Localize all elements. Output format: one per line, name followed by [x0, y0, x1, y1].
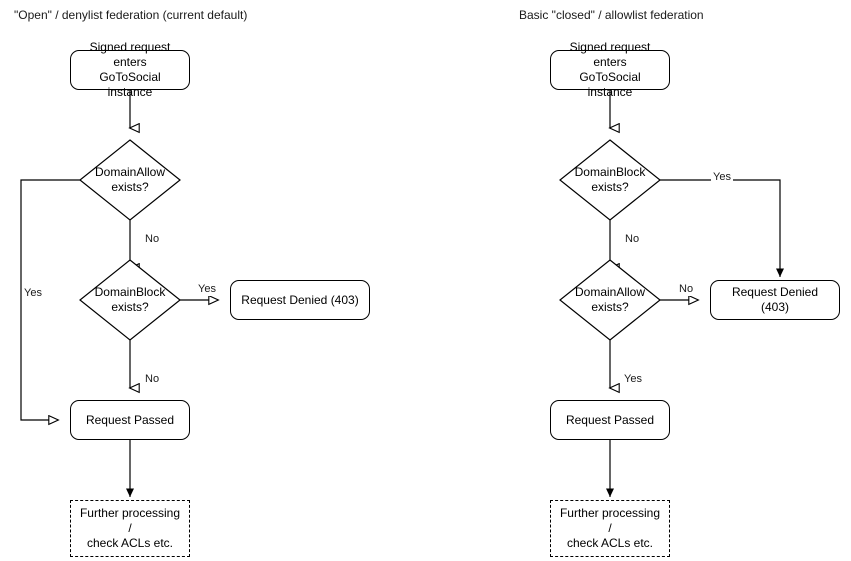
node-domainblock-right[interactable]: DomainBlock exists?	[559, 139, 661, 221]
diamond-shape	[79, 139, 181, 221]
node-entry-left-line2: GoToSocial instance	[99, 70, 161, 99]
edge-label-allow-yes-right: Yes	[622, 373, 644, 386]
node-domainblock-left-line2: exists?	[111, 300, 149, 314]
node-request-denied-right[interactable]: Request Denied (403)	[710, 280, 840, 320]
node-entry-left-line1: Signed request enters	[89, 40, 171, 69]
node-domainblock-left-line1: DomainBlock	[94, 285, 166, 299]
node-domainallow-right-line1: DomainAllow	[574, 285, 646, 299]
node-further-processing-left-label: Further processing / check ACLs etc.	[71, 506, 189, 551]
node-domainallow-right-label: DomainAllow exists?	[575, 285, 645, 315]
diamond-shape	[79, 259, 181, 341]
node-entry-left[interactable]: Signed request enters GoToSocial instanc…	[70, 40, 190, 99]
node-domainblock-right-line2: exists?	[591, 180, 629, 194]
node-request-passed-right-label: Request Passed	[565, 412, 655, 427]
node-entry-right-line1: Signed request enters	[569, 40, 651, 69]
diamond-shape	[559, 139, 661, 221]
node-domainblock-left-label: DomainBlock exists?	[95, 285, 166, 315]
node-domainallow-left[interactable]: DomainAllow exists?	[79, 139, 181, 221]
edge-label-block-yes-right: Yes	[711, 171, 733, 184]
node-further-processing-left-line1: Further processing /	[79, 506, 181, 535]
node-domainblock-left[interactable]: DomainBlock exists?	[79, 259, 181, 341]
node-further-processing-left-line2: check ACLs etc.	[86, 536, 174, 550]
node-domainallow-right-line2: exists?	[591, 300, 629, 314]
node-entry-right[interactable]: Signed request enters GoToSocial instanc…	[550, 40, 670, 99]
edge-label-block-yes-left: Yes	[196, 283, 218, 296]
node-domainallow-right[interactable]: DomainAllow exists?	[559, 259, 661, 341]
panel-title-closed-allowlist: Basic "closed" / allowlist federation	[519, 8, 704, 22]
node-domainallow-left-line2: exists?	[111, 180, 149, 194]
edge-label-allow-no-left: No	[143, 233, 162, 246]
edge-allow-yes-left	[20, 179, 80, 420]
node-domainallow-left-line1: DomainAllow	[94, 165, 166, 179]
node-request-denied-left[interactable]: Request Denied (403)	[230, 280, 370, 320]
node-entry-right-line2: GoToSocial instance	[579, 70, 641, 99]
node-request-passed-right[interactable]: Request Passed	[550, 400, 670, 440]
edge-label-allow-no-right: No	[677, 283, 696, 296]
node-further-processing-right-label: Further processing / check ACLs etc.	[551, 506, 669, 551]
node-request-denied-left-label: Request Denied (403)	[241, 292, 359, 307]
node-request-denied-right-label: Request Denied (403)	[731, 285, 819, 314]
node-further-processing-right-line1: Further processing /	[559, 506, 661, 535]
edge-block-yes-right	[660, 179, 784, 277]
node-entry-right-label: Signed request enters GoToSocial instanc…	[551, 40, 669, 100]
node-domainblock-right-line1: DomainBlock	[574, 165, 646, 179]
edge-label-block-no-left: No	[143, 373, 162, 386]
node-domainallow-left-label: DomainAllow exists?	[95, 165, 165, 195]
diamond-shape	[559, 259, 661, 341]
node-further-processing-right: Further processing / check ACLs etc.	[550, 500, 670, 557]
edge-label-block-no-right: No	[623, 233, 642, 246]
panel-title-open-denylist: "Open" / denylist federation (current de…	[14, 8, 248, 22]
node-request-passed-left-label: Request Passed	[85, 412, 175, 427]
node-further-processing-right-line2: check ACLs etc.	[566, 536, 654, 550]
node-entry-left-label: Signed request enters GoToSocial instanc…	[71, 40, 189, 100]
node-request-passed-left[interactable]: Request Passed	[70, 400, 190, 440]
edge-label-allow-yes-left: Yes	[22, 287, 44, 300]
node-domainblock-right-label: DomainBlock exists?	[575, 165, 646, 195]
node-further-processing-left: Further processing / check ACLs etc.	[70, 500, 190, 557]
